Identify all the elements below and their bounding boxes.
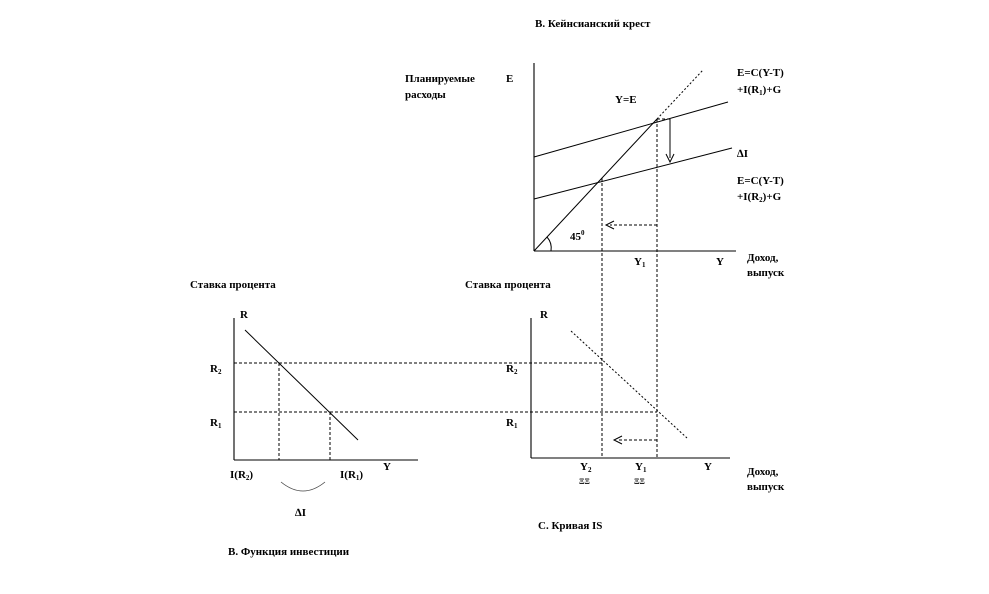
income-axis-symbol-left: Y: [383, 461, 391, 473]
is-curve-caption: C. Кривая IS: [538, 520, 602, 532]
y1-tick-artifact: ΞΞ: [634, 477, 645, 486]
expenditure-r1-label-line2: +I(R1)+G: [737, 84, 782, 97]
shift-arrow-head: [665, 153, 675, 164]
r2-label-left: R2: [210, 363, 222, 376]
delta-i-label-bottom: ∆I: [295, 507, 306, 519]
income-axis-title-top-line1: Доход,: [747, 252, 779, 264]
line-45-label: Y=E: [615, 94, 637, 106]
angle-45-label: 450: [570, 229, 585, 243]
keynesian-cross-title: B. Кейнсианский крест: [535, 18, 651, 30]
interest-rate-axis-symbol-right: R: [540, 309, 549, 321]
interest-rate-title-left: Ставка процента: [190, 279, 276, 291]
r2-label-right: R2: [506, 363, 518, 376]
y2-tick-artifact: ΞΞ: [579, 477, 590, 486]
delta-i-label-top: ∆I: [737, 148, 748, 160]
r1-label-right: R1: [506, 417, 518, 430]
income-axis-symbol-bottom: Y: [704, 461, 712, 473]
income-axis-title-bottom-line2: выпуск: [747, 481, 785, 493]
expenditure-r2-label-line1: E=C(Y-T): [737, 175, 784, 187]
y2-tick-bottom: Y2: [580, 461, 592, 474]
expenditure-line-r1: [533, 101, 729, 158]
investment-function-caption: B. Функция инвестиции: [228, 546, 350, 558]
income-arrow-head-bottom: [612, 435, 623, 445]
interest-rate-title-right: Ставка процента: [465, 279, 551, 291]
delta-i-brace: [280, 481, 326, 492]
is-curve-panel: Ставка процента R R2 R1 Y2 Y1 ΞΞ ΞΞ Y До…: [465, 279, 785, 532]
line-45-degree-extension: [656, 69, 704, 120]
expenditure-line-r2: [533, 147, 733, 200]
keynesian-cross-panel: B. Кейнсианский крест Планируемые расход…: [405, 18, 785, 279]
planned-expenditure-axis-title-line2: расходы: [405, 89, 446, 101]
i-r2-label: I(R2): [230, 469, 253, 482]
investment-demand-curve: [244, 329, 359, 441]
i-r1-label: I(R1): [340, 469, 363, 482]
y1-tick-bottom: Y1: [635, 461, 647, 474]
interest-rate-axis-symbol-left: R: [240, 309, 249, 321]
line-45-degree: [533, 118, 658, 252]
expenditure-r2-label-line2: +I(R2)+G: [737, 191, 782, 204]
income-axis-title-bottom-line1: Доход,: [747, 466, 779, 478]
expenditure-axis-symbol: E: [506, 73, 513, 85]
expenditure-r1-label-line1: E=C(Y-T): [737, 67, 784, 79]
planned-expenditure-axis-title-line1: Планируемые: [405, 73, 475, 85]
investment-function-panel: Ставка процента R R2 R1 I(R2) I(R1) Y ∆I…: [190, 279, 418, 558]
angle-arc: [546, 236, 552, 252]
y1-tick-top: Y1: [634, 256, 646, 269]
r1-label-left: R1: [210, 417, 222, 430]
is-curve: [570, 330, 688, 439]
income-arrow-head-top: [604, 220, 615, 230]
income-axis-symbol-top: Y: [716, 256, 724, 268]
income-axis-title-top-line2: выпуск: [747, 267, 785, 279]
